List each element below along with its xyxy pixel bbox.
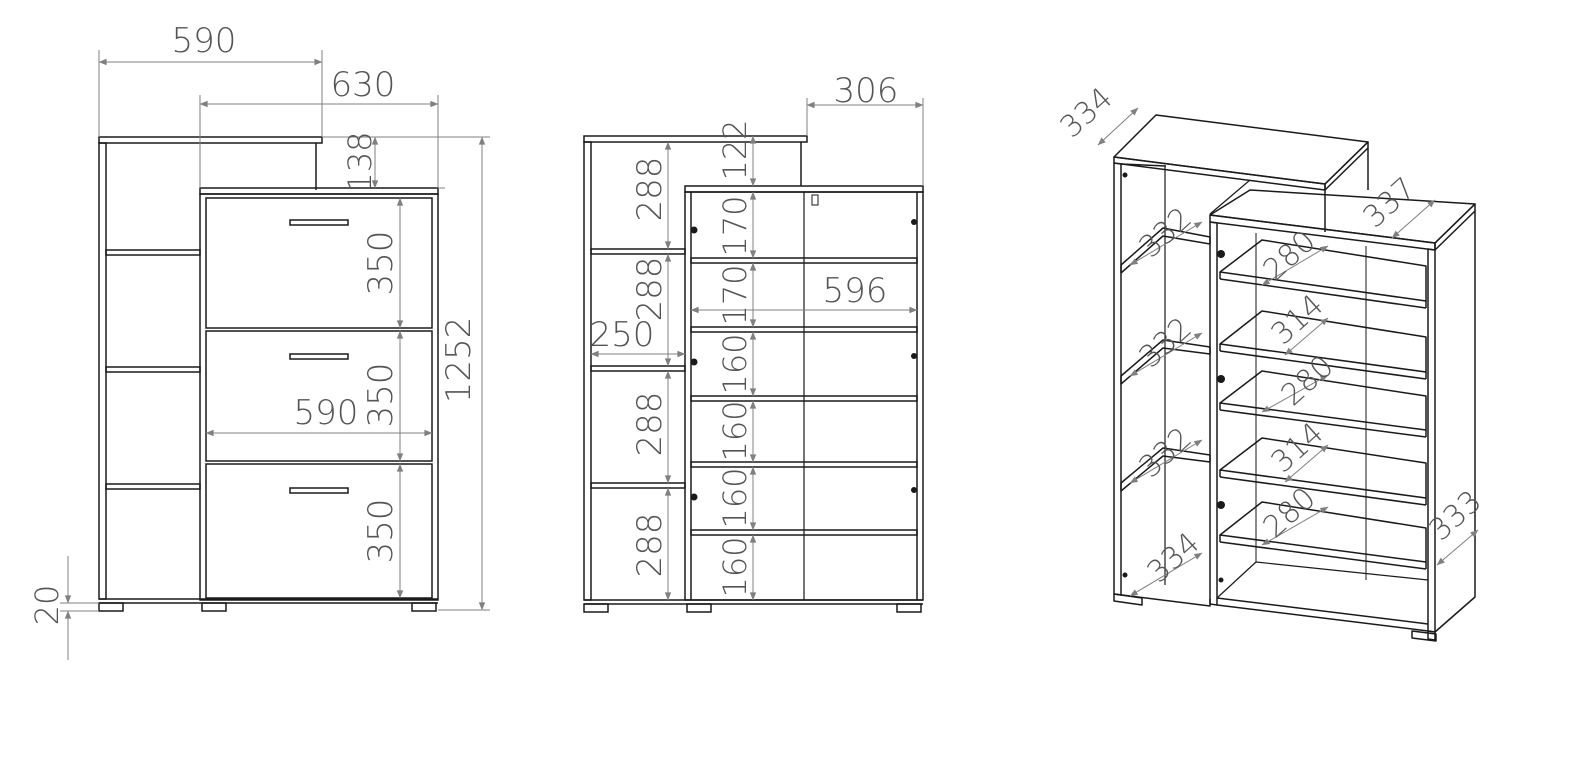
- dim-height-total: 1252: [439, 317, 479, 404]
- shoe-shelf: [690, 395, 918, 402]
- dim-drawer-1: 350: [361, 231, 401, 296]
- front-cabinet-body: [199, 193, 439, 601]
- drawer-handle: [289, 487, 349, 494]
- front-view-dimension-lines: [60, 50, 490, 660]
- open-left-shelf: [590, 248, 686, 255]
- dim-left-3: 288: [630, 392, 670, 457]
- dim-left-1: 332: [1133, 201, 1199, 265]
- foot: [1113, 593, 1143, 606]
- foot: [98, 602, 124, 612]
- dim-left-1: 288: [630, 157, 670, 222]
- front-view-dimension-labels: 590 630 138 350 350 350 590 1252 20: [28, 21, 479, 625]
- dim-left-2: 288: [630, 257, 670, 322]
- iso-cabinet-top: [1209, 189, 1476, 244]
- foot: [201, 602, 227, 612]
- open-view-dimension-labels: 306 288 288 288 288 122 170 170 160 160 …: [590, 71, 899, 598]
- dim-shoe-4: 314: [1265, 416, 1331, 480]
- front-view: [98, 136, 439, 612]
- dim-shelf-4: 160: [716, 400, 754, 461]
- dim-shelf-5: 160: [716, 467, 754, 528]
- foot: [896, 603, 922, 613]
- dim-right-depth: 337: [1357, 171, 1423, 235]
- open-left-side: [583, 141, 592, 601]
- open-cabinet-top: [684, 185, 924, 193]
- hinge-icons: [690, 219, 917, 501]
- dim-side-depth: 333: [1423, 484, 1489, 548]
- drawer-front: [205, 463, 433, 599]
- iso-top-front-edge: [1113, 156, 1326, 191]
- dim-shelf-6: 160: [716, 536, 754, 597]
- shoe-shelf: [690, 529, 918, 536]
- dim-inner-width: 596: [823, 271, 888, 311]
- front-shelf: [105, 483, 201, 490]
- dim-top: 122: [716, 119, 754, 180]
- dim-width-body: 590: [172, 21, 237, 61]
- drawer-front: [205, 330, 433, 462]
- foot: [1411, 630, 1437, 642]
- iso-view-dimension-lines: [1097, 107, 1479, 597]
- dim-shelf-1: 170: [716, 195, 754, 256]
- dim-top-depth: 334: [1054, 81, 1120, 145]
- shoe-shelf: [690, 461, 918, 468]
- dim-bottom-left: 334: [1141, 526, 1207, 590]
- iso-left-side: [1113, 162, 1122, 596]
- dim-shoe-2: 314: [1265, 288, 1331, 352]
- iso-view: [1113, 114, 1476, 642]
- foot: [411, 602, 437, 612]
- dim-shelf-2: 170: [716, 264, 754, 325]
- dim-shoe-5: 280: [1257, 481, 1323, 545]
- dim-left-4: 288: [630, 513, 670, 578]
- dim-shelf-3: 160: [716, 333, 754, 394]
- front-top-board: [98, 136, 323, 144]
- drawer-handle: [289, 219, 349, 226]
- dim-width-total: 630: [331, 65, 396, 105]
- dim-feet: 20: [28, 585, 66, 626]
- dim-depth: 306: [834, 71, 899, 111]
- front-shelf: [105, 249, 201, 256]
- front-left-side: [98, 142, 107, 600]
- front-shelf: [105, 366, 201, 373]
- shoe-shelf: [690, 257, 918, 264]
- dim-inner-width: 590: [294, 393, 359, 433]
- iso-shoe-shelf: [1219, 437, 1427, 499]
- front-cabinet-top: [199, 187, 439, 195]
- dim-left-width: 250: [590, 315, 655, 355]
- foot: [686, 603, 712, 613]
- lock-icon: [811, 194, 819, 206]
- drawer-handle: [289, 353, 349, 360]
- dim-drawer-2: 350: [361, 363, 401, 428]
- open-top-board: [583, 135, 808, 143]
- drawer-front: [205, 197, 433, 329]
- iso-shoe-shelf: [1219, 501, 1427, 563]
- iso-shoe-shelf: [1219, 239, 1427, 302]
- iso-cabinet-left-side: [1209, 221, 1218, 606]
- open-left-shelf: [590, 365, 686, 372]
- shoe-shelf: [690, 326, 918, 333]
- iso-hinge-icons: [1122, 172, 1225, 583]
- dim-drawer-3: 350: [361, 499, 401, 564]
- open-left-shelf: [590, 482, 686, 489]
- open-view-dimension-lines: [590, 98, 924, 601]
- iso-shoe-shelf: [1219, 310, 1427, 373]
- iso-shoe-shelf: [1219, 370, 1427, 431]
- dim-top-step: 138: [341, 131, 379, 192]
- foot: [583, 603, 609, 613]
- iso-cabinet-right-side: [1427, 248, 1436, 633]
